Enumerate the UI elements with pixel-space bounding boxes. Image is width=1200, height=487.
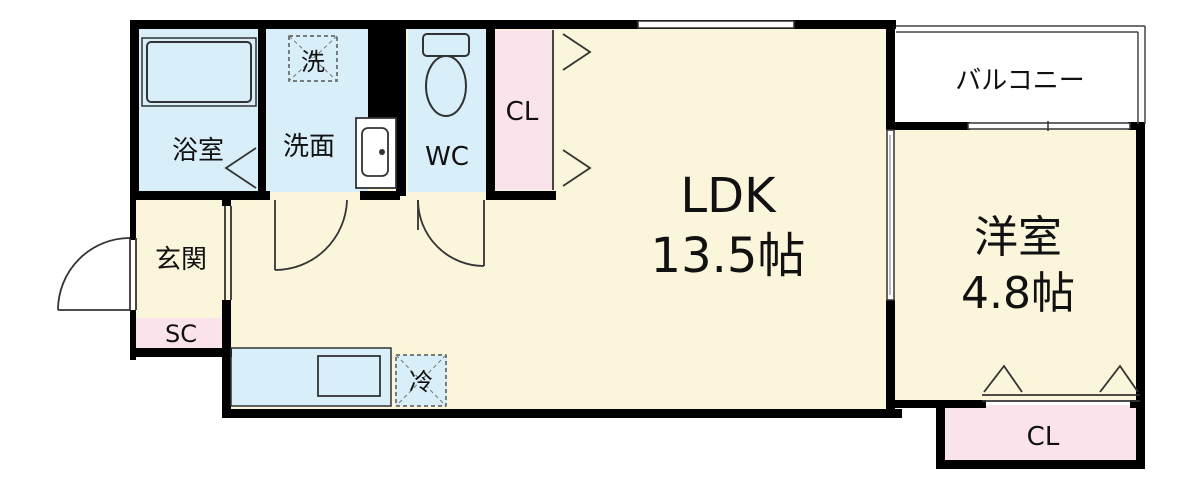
western-room-size-label: 4.8帖 xyxy=(961,268,1075,319)
fridge-outline xyxy=(395,354,447,407)
closet-bottom-doors xyxy=(982,364,1140,402)
bath-label: 浴室 xyxy=(172,136,224,166)
toilet-floor xyxy=(408,26,488,192)
western-room-floor xyxy=(893,130,1141,400)
walls xyxy=(130,20,1145,469)
washroom-label: 洗面 xyxy=(283,132,335,162)
bathroom-floor xyxy=(136,26,260,192)
shoe-closet-floor xyxy=(136,318,231,348)
balcony-railing xyxy=(896,25,1146,124)
closet-bottom-floor xyxy=(942,405,1142,465)
bathtub xyxy=(146,41,252,103)
fridge-label: 冷 xyxy=(409,368,433,396)
bath-door xyxy=(224,147,257,189)
closet-bottom-label: CL xyxy=(1027,422,1060,452)
wc-label: WC xyxy=(425,142,469,172)
washer-label: 洗 xyxy=(301,48,325,76)
ldk-name-label: LDK xyxy=(680,168,777,224)
closet-top-label: CL xyxy=(506,97,539,127)
western-room-name-label: 洋室 xyxy=(974,212,1062,263)
balcony-floor xyxy=(893,26,1141,126)
toilet xyxy=(422,33,470,117)
entrance-floor xyxy=(136,200,231,320)
shoe-closet-label: SC xyxy=(165,320,197,348)
ldk-size-label: 13.5帖 xyxy=(651,228,806,284)
kitchen-sink xyxy=(317,355,381,397)
entrance-label: 玄関 xyxy=(155,245,207,275)
balcony-label: バルコニー xyxy=(955,66,1084,96)
closet-top-doors xyxy=(552,30,592,190)
washroom-floor xyxy=(264,26,368,192)
door-swings xyxy=(57,199,485,311)
closet-top-floor xyxy=(492,30,552,190)
washing-machine xyxy=(288,35,338,82)
